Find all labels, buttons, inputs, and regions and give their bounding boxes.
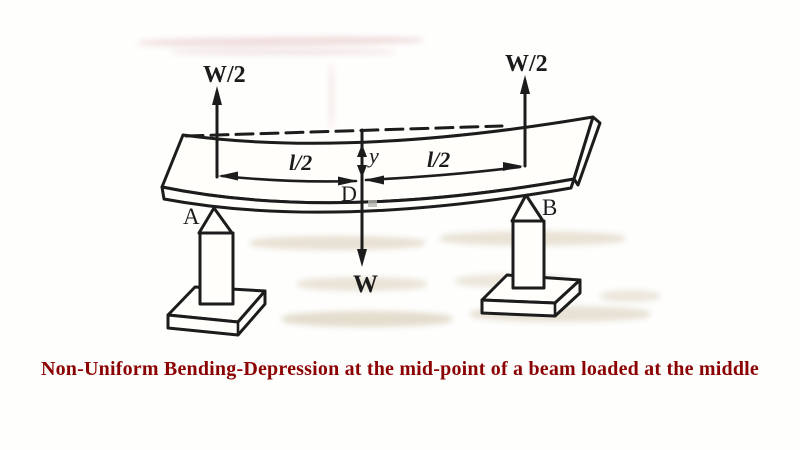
dimension-left [218, 171, 358, 186]
support-right-knife-edge [510, 193, 545, 223]
beam [160, 115, 602, 214]
dimension-left-arrow-outer [218, 171, 238, 181]
support-right-pillar [511, 219, 546, 290]
dimension-right-arrow-inner [364, 175, 384, 185]
support-left-knife-edge [197, 206, 234, 235]
beam-end-face [572, 115, 602, 187]
mid-point-label: D [341, 181, 357, 206]
reaction-arrow-right-head [520, 75, 530, 94]
support-right [480, 193, 582, 318]
reaction-arrow-right [520, 75, 530, 168]
dimension-left-arrow-inner [338, 176, 358, 186]
depression-label: y [367, 143, 379, 168]
scan-speck [368, 200, 377, 207]
half-span-right-label: l/2 [427, 147, 450, 172]
support-left [166, 206, 267, 337]
figure-caption: Non-Uniform Bending-Depression at the mi… [40, 358, 760, 380]
depression-arrow-up [357, 144, 367, 157]
depression-arrow-down [357, 165, 367, 178]
load-label: W [353, 271, 378, 298]
depression-marker [357, 144, 367, 178]
support-left-label: A [183, 204, 200, 229]
dimension-right [364, 162, 523, 185]
load-arrow-head [357, 249, 367, 267]
dimension-right-arrow-outer [503, 162, 523, 171]
support-right-label: B [542, 195, 557, 220]
reaction-left-label: W/2 [203, 62, 246, 88]
half-span-left-label: l/2 [289, 150, 312, 175]
support-left-pillar [198, 231, 235, 306]
unbent-position-dashed-line [184, 124, 504, 138]
reaction-right-label: W/2 [505, 51, 548, 77]
reaction-arrow-left-head [212, 86, 222, 105]
beam-front-face [160, 177, 576, 214]
reaction-arrow-left [212, 86, 222, 179]
